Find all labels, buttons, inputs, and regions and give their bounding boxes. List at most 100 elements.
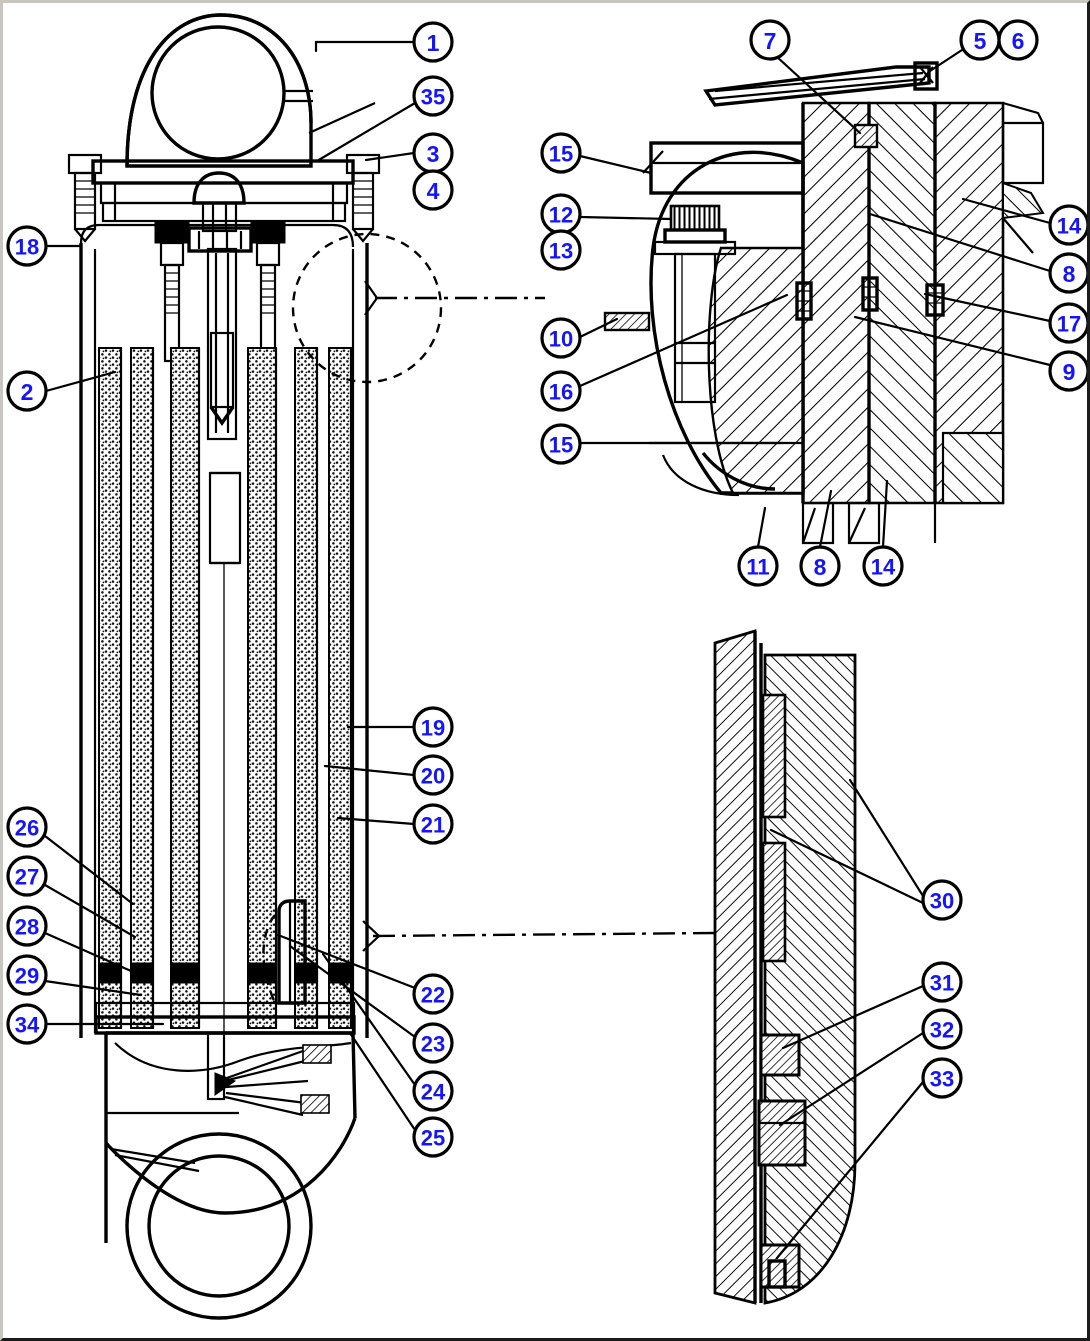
- callout-19[interactable]: 19: [412, 706, 454, 748]
- callout-33[interactable]: 33: [921, 1057, 963, 1099]
- callout-label-20: 20: [421, 764, 445, 789]
- callout-circle-23: [412, 1022, 454, 1064]
- leader-line-2: [44, 370, 117, 393]
- callout-7[interactable]: 7: [749, 19, 791, 61]
- lower-spigots: [801, 431, 1005, 545]
- callout-30[interactable]: 30: [921, 879, 963, 921]
- callout-circle-15: [540, 423, 582, 465]
- callout-14[interactable]: 14: [1048, 204, 1087, 246]
- callout-label-8: 8: [1063, 261, 1076, 287]
- callout-label-13: 13: [549, 239, 573, 264]
- callout-label-18: 18: [15, 235, 39, 260]
- callout-circle-21: [412, 803, 454, 845]
- callout-label-32: 32: [930, 1018, 954, 1043]
- callout-label-26: 26: [15, 816, 39, 841]
- callout-34[interactable]: 34: [6, 1003, 48, 1045]
- callout-circle-13: [540, 229, 582, 271]
- lower-detail-circle: [262, 914, 277, 1004]
- callout-5[interactable]: 5: [959, 19, 1001, 61]
- callout-circle-4: [412, 169, 454, 211]
- callout-circle-35: [412, 75, 454, 117]
- callout-27[interactable]: 27: [6, 855, 48, 897]
- callout-label-28: 28: [15, 915, 39, 940]
- callout-24[interactable]: 24: [412, 1070, 454, 1112]
- outer-shoulder: [1001, 101, 1045, 254]
- callout-11[interactable]: 11: [737, 545, 779, 587]
- leader-line-8b: [818, 489, 833, 549]
- callout-31[interactable]: 31: [921, 961, 963, 1003]
- leader-line-25: [348, 1031, 417, 1132]
- callout-8[interactable]: 8: [1048, 252, 1087, 294]
- callout-label-2: 2: [21, 379, 34, 405]
- callout-32[interactable]: 32: [921, 1008, 963, 1050]
- callout-18[interactable]: 18: [6, 225, 48, 267]
- callout-9[interactable]: 9: [1048, 350, 1087, 392]
- callout-4[interactable]: 4: [412, 169, 454, 211]
- callout-circle-27: [6, 855, 48, 897]
- spring-stack: [98, 347, 352, 1029]
- internal-tie-bolts: [154, 220, 286, 363]
- callout-3[interactable]: 3: [412, 132, 454, 174]
- leader-line-32: [778, 1031, 925, 1127]
- callout-35[interactable]: 35: [412, 75, 454, 117]
- callout-label-34: 34: [15, 1013, 40, 1038]
- leader-line-12: [578, 215, 673, 221]
- callout-circle-24: [412, 1070, 454, 1112]
- leader-line-35: [315, 101, 417, 163]
- callout-20[interactable]: 20: [412, 754, 454, 796]
- callout-label-22: 22: [421, 983, 445, 1008]
- rod-seal-column: [795, 103, 945, 503]
- callout-12[interactable]: 12: [540, 193, 582, 235]
- main-assembly-view: [67, 13, 443, 1320]
- callout-circle-17: [1048, 302, 1087, 344]
- callout-22[interactable]: 22: [412, 973, 454, 1015]
- callout-circle-19: [412, 706, 454, 748]
- port-housing: [603, 141, 805, 497]
- leader-line-10: [578, 317, 619, 339]
- leader-line-31: [781, 984, 925, 1050]
- lower-detail-view: [713, 629, 857, 1305]
- callout-14[interactable]: 14: [862, 545, 904, 587]
- callout-circle-33: [921, 1057, 963, 1099]
- callout-6[interactable]: 6: [997, 19, 1039, 61]
- leader-line-22: [276, 933, 417, 990]
- callout-25[interactable]: 25: [412, 1116, 454, 1158]
- callout-label-33: 33: [930, 1067, 954, 1092]
- leader-line-3: [364, 151, 416, 162]
- callout-label-12: 12: [549, 203, 573, 228]
- callout-15[interactable]: 15: [540, 423, 582, 465]
- leader-line-1: [314, 40, 416, 53]
- seal-ring-31: [759, 1033, 801, 1077]
- callout-circle-9: [1048, 350, 1087, 392]
- callout-10[interactable]: 10: [540, 317, 582, 359]
- callout-26[interactable]: 26: [6, 806, 48, 848]
- leader-lines: [43, 40, 1052, 1260]
- leader-line-7: [774, 54, 862, 135]
- callout-16[interactable]: 16: [540, 370, 582, 412]
- callout-1[interactable]: 1: [412, 21, 454, 63]
- callout-circle-6: [997, 19, 1039, 61]
- callout-label-29: 29: [15, 964, 39, 989]
- callout-21[interactable]: 21: [412, 803, 454, 845]
- callout-circle-11: [737, 545, 779, 587]
- callout-circle-7: [749, 19, 791, 61]
- leader-line-5: [928, 46, 967, 73]
- callout-circle-26: [6, 806, 48, 848]
- callout-label-14: 14: [1057, 214, 1082, 239]
- callout-label-31: 31: [930, 971, 954, 996]
- callout-17[interactable]: 17: [1048, 302, 1087, 344]
- callout-13[interactable]: 13: [540, 229, 582, 271]
- section-link-lines: [362, 280, 716, 952]
- callout-8[interactable]: 8: [799, 545, 841, 587]
- leader-line-27: [43, 883, 137, 939]
- lower-bearing-strip: [761, 841, 787, 963]
- callout-label-14: 14: [871, 555, 896, 580]
- callout-23[interactable]: 23: [412, 1022, 454, 1064]
- leader-line-29: [43, 979, 143, 997]
- callout-circle-15: [540, 132, 582, 174]
- callout-28[interactable]: 28: [6, 905, 48, 947]
- callout-15[interactable]: 15: [540, 132, 582, 174]
- callout-2[interactable]: 2: [6, 370, 48, 412]
- callout-29[interactable]: 29: [6, 954, 48, 996]
